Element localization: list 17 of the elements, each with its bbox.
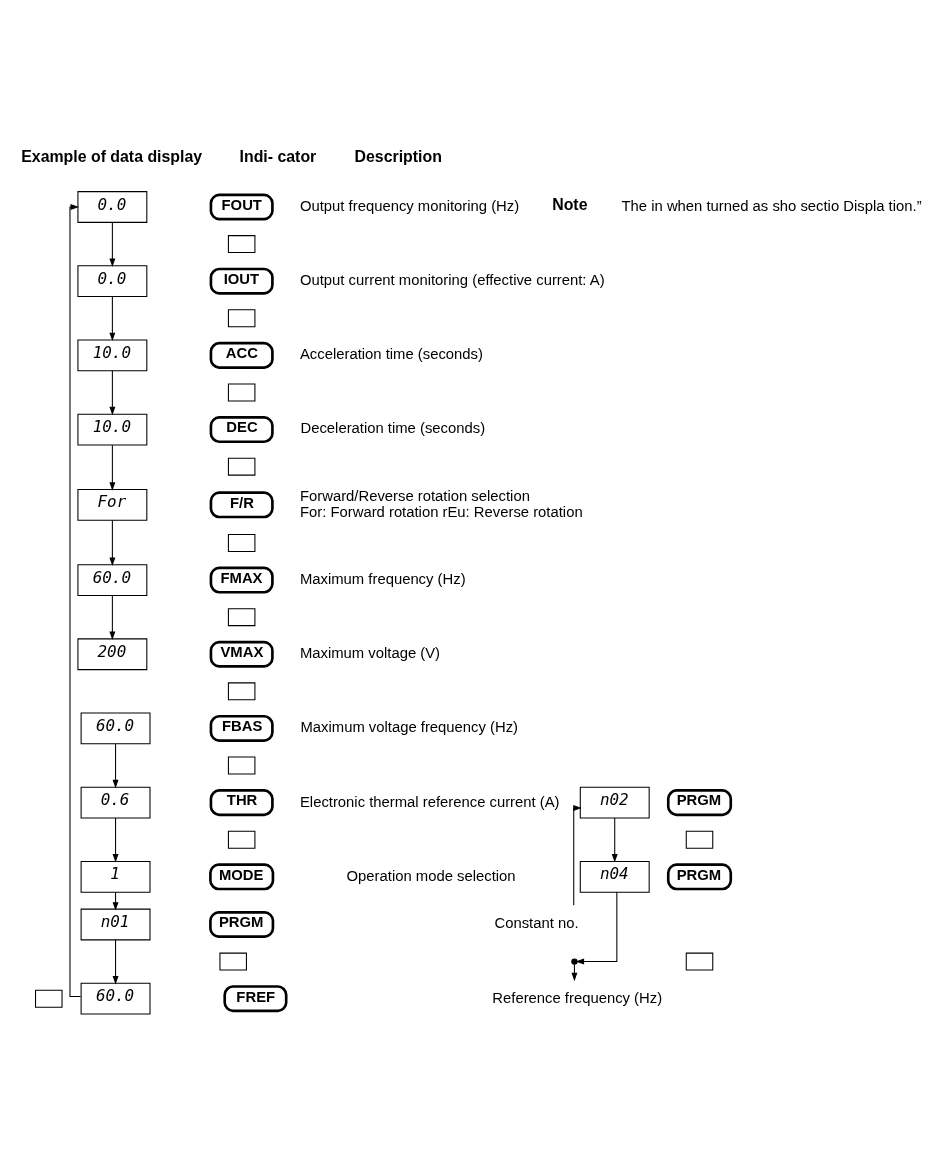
node-text: Constant no. [494,914,579,931]
label: Description [354,147,442,165]
node-text: Acceleration time (seconds) [299,345,483,362]
node-text: Operation mode selection [346,867,516,884]
node-text: Electronic thermal reference current (A) [299,793,560,810]
node-text: Output current monitoring (effective current: A) [299,271,605,288]
label: The in when turned as sho sectio Displa tion.” [621,197,922,214]
node-text: Maximum voltage (V) [299,644,441,661]
node-text: Deceleration time (seconds) [300,419,486,436]
label: Example of data display [21,147,203,165]
node-text: Maximum voltage frequency (Hz) [300,718,519,735]
label: Note [552,195,588,213]
node-text: Reference frequency (Hz) [492,989,663,1006]
node-text: Output frequency monitoring (Hz) [299,197,520,214]
node-text: Forward/Reverse rotation selection For: Forward rotation rEu: Reverse rotation [299,487,583,520]
label: Indi- cator [239,147,317,165]
node-text: Maximum frequency (Hz) [299,570,466,587]
